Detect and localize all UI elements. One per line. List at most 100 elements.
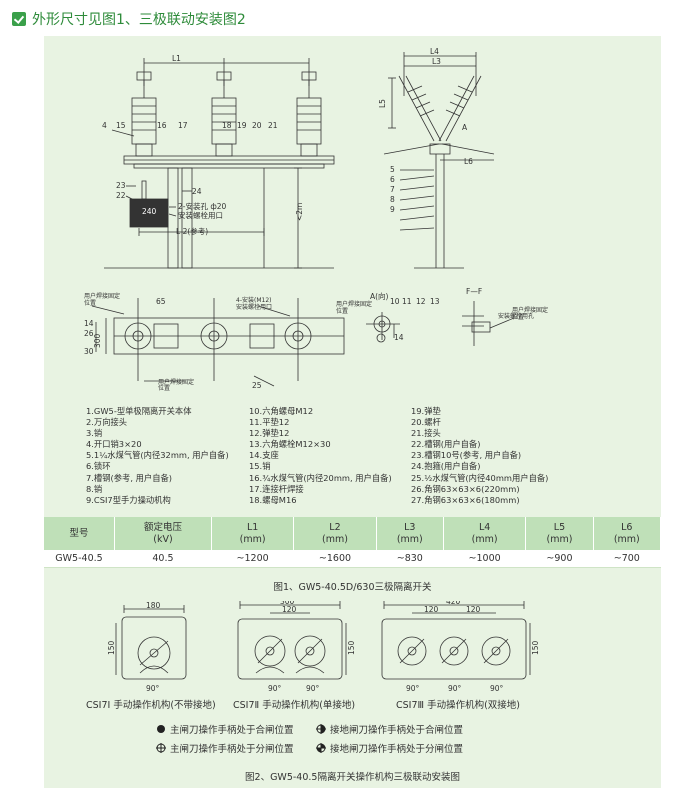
insulator-2 — [211, 71, 237, 157]
note-hole: 2-安装孔 ф20 — [178, 201, 227, 211]
part-item: 9.CSI7型手力操动机构 — [86, 494, 171, 505]
part-item: 8.销 — [86, 483, 103, 494]
m2-width-2: 120 — [282, 605, 297, 614]
part-item: 10.六角螺母M12 — [249, 406, 314, 416]
part-item: 27.角钢63×63×6(180mm) — [411, 494, 520, 505]
spec-cell: ~830 — [376, 550, 444, 568]
m2-angle-2: 90° — [306, 684, 320, 693]
legend-main-open: 主闸刀操作手柄处于分闸位置 — [156, 741, 294, 755]
part-item: 13.六角螺栓M12×30 — [249, 439, 331, 450]
part-item: 11.平垫12 — [249, 417, 290, 428]
dim-L5: L5 — [378, 99, 387, 108]
part-item: 5.1¼水煤气管(内径32mm, 用户自备) — [86, 450, 229, 461]
callout-13: 13 — [430, 297, 440, 306]
spec-cell: ~700 — [593, 550, 662, 568]
legend-ground-open: 接地闸刀操作手柄处于分闸位置 — [316, 741, 463, 755]
part-item: 25.½水煤气管(内径40mm用户自备) — [411, 472, 549, 483]
parts-col-3: 19.弹垫 20.螺杆 21.接头 22.槽钢(用户自备) 23.槽钢10号(参… — [411, 406, 548, 506]
spec-header-cell: L5(mm) — [525, 517, 594, 550]
m2-width: 300 — [280, 601, 295, 606]
mechanism-1-drawing — [115, 605, 187, 680]
filled-circle-icon — [157, 725, 165, 733]
spec-cell: ~1200 — [211, 550, 295, 568]
m3-height: 150 — [531, 640, 540, 655]
spec-cell: 40.5 — [114, 550, 212, 568]
part-item: 19.弹垫 — [411, 406, 441, 416]
dim-300: 300 — [93, 333, 102, 348]
mechanism-2-drawing — [237, 601, 347, 680]
m3-width-2: 120 — [424, 605, 439, 614]
callout-7: 7 — [390, 185, 395, 194]
note-weld-1b: 位置 — [84, 299, 96, 307]
note-weld-5: 用户焊接固定 — [512, 306, 548, 314]
m3-angle-2: 90° — [448, 684, 462, 693]
legend-main-closed: 主闸刀操作手柄处于合闸位置 — [156, 722, 294, 736]
dim-L2: L 2(参考) — [176, 226, 208, 236]
dim-L4: L4 — [430, 47, 439, 56]
callout-5: 5 — [390, 165, 395, 174]
dim-L6: L6 — [464, 157, 473, 166]
spec-cell: GW5-40.5 — [44, 550, 115, 568]
spec-cell: ~900 — [525, 550, 594, 568]
m3-angle-1: 90° — [406, 684, 420, 693]
spec-header-cell: 额定电压(kV) — [114, 517, 212, 550]
section-header: 外形尺寸见图1、三极联动安装图2 — [12, 8, 246, 30]
part-item: 24.抱箍(用户自备) — [411, 461, 481, 472]
part-item: 17.连接杆焊接 — [249, 483, 304, 494]
spec-table: 型号 额定电压(kV) L1(mm) L2(mm) L3(mm) L4(mm) … — [44, 517, 662, 568]
note-weld-3: 用户焊接固定 — [336, 300, 372, 308]
callout-14: 14 — [394, 333, 404, 342]
part-item: 26.角钢63×63×6(220mm) — [411, 483, 520, 494]
m1-height: 150 — [107, 640, 116, 655]
insulator-1 — [131, 71, 157, 157]
dim-25: 25 — [252, 381, 262, 390]
dim-14: 14 — [84, 319, 94, 328]
note-weld-2b: 位置 — [158, 384, 170, 392]
part-item: 3.销 — [86, 428, 103, 439]
front-view — [104, 58, 335, 269]
mechanism-3-drawing — [381, 601, 531, 680]
figure-2-caption: 图2、GW5-40.5隔离开关操作机构三极联动安装图 — [245, 772, 460, 783]
callout-18: 18 — [222, 121, 232, 130]
part-item: 23.槽钢10号(参考, 用户自备) — [411, 450, 522, 461]
part-item: 18.螺母M16 — [249, 494, 297, 505]
note-bolt: 安装螺栓用口 — [178, 210, 223, 220]
note-weld-5b: 位置 — [512, 313, 524, 321]
plan-view — [91, 298, 345, 387]
part-item: 20.螺杆 — [411, 417, 441, 428]
dim-L3: L3 — [432, 57, 441, 66]
callout-24: 24 — [192, 187, 202, 196]
dim-65: 65 — [156, 297, 166, 306]
note-weld-4: 安装螺栓用孔 — [498, 312, 534, 320]
spec-header-cell: L3(mm) — [376, 517, 444, 550]
callout-21: 21 — [268, 121, 278, 130]
m3-width-3: 120 — [466, 605, 481, 614]
part-item: 12.弹垫12 — [249, 428, 290, 439]
part-item: 2.万向接头 — [86, 417, 128, 428]
part-item: 22.槽钢(用户自备) — [411, 439, 481, 450]
figure-panel: L1 4 15 16 17 18 19 20 21 23 22 24 240 2… — [44, 36, 662, 788]
part-item: 1.GW5-型单极隔离开关本体 — [86, 406, 192, 416]
insulator-3 — [296, 71, 322, 157]
spec-value-row: GW5-40.5 40.5 ~1200 ~1600 ~830 ~1000 ~90… — [44, 550, 662, 568]
legend-ground-closed: 接地闸刀操作手柄处于合闸位置 — [316, 722, 463, 736]
callout-17: 17 — [178, 121, 188, 130]
note-weld-1: 用户焊接固定 — [84, 292, 120, 300]
part-item: 4.开口销3×20 — [86, 439, 142, 450]
cross-circle-icon — [156, 743, 166, 753]
dim-height: <2m — [295, 203, 304, 221]
callout-6: 6 — [390, 175, 395, 184]
spec-cell: ~1000 — [443, 550, 527, 568]
figure-1-caption: 图1、GW5-40.5D/630三极隔离开关 — [273, 582, 432, 593]
mechanism-3-label: CSI7Ⅲ 手动操作机构(双接地) — [396, 700, 520, 711]
note-bolt-2b: 安装螺栓用口 — [236, 303, 272, 311]
part-item: 14.支座 — [249, 450, 279, 461]
callout-4: 4 — [102, 121, 107, 130]
callout-19: 19 — [237, 121, 247, 130]
section-A: A(向) — [370, 291, 389, 301]
callout-8: 8 — [390, 195, 395, 204]
m2-angle-1: 90° — [268, 684, 282, 693]
half-filled-cross-circle-icon — [316, 724, 326, 734]
dim-26: 26 — [84, 329, 94, 338]
dim-30: 30 — [84, 347, 94, 356]
